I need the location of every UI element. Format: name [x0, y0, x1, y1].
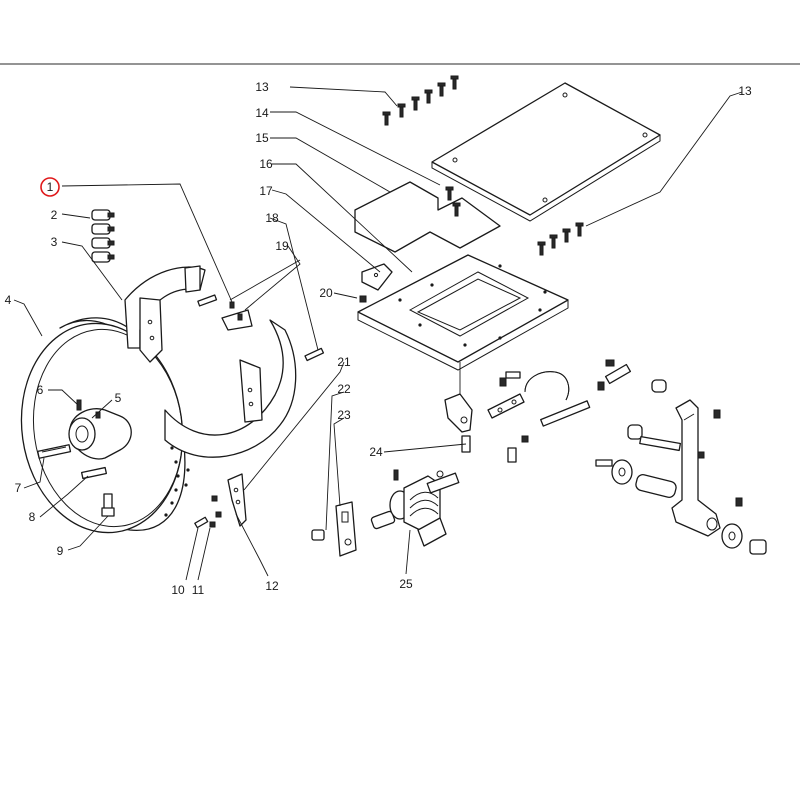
- highlight-circle: [40, 177, 60, 197]
- plate-bracket: [361, 263, 393, 291]
- callout-2: 2: [51, 208, 58, 222]
- callout-20: 20: [319, 286, 333, 300]
- callout-25: 25: [399, 577, 413, 591]
- callout-12: 12: [265, 579, 279, 593]
- callout-13-top: 13: [255, 80, 269, 94]
- threaded-rod: [507, 363, 632, 463]
- callout-9: 9: [57, 544, 64, 558]
- top-plate: [431, 82, 661, 222]
- callout-23: 23: [337, 408, 351, 422]
- crank-arm: [671, 399, 721, 537]
- callout-labels: 1 2 3 4 5 6 7 8 9 10 11 12 13 13 14 15 1…: [5, 80, 752, 597]
- crank-parts: [595, 359, 767, 555]
- riving-knife-bracket: [227, 473, 247, 527]
- callout-10: 10: [171, 583, 185, 597]
- small-pins: [194, 495, 222, 529]
- callout-11: 11: [192, 583, 205, 597]
- hub: [68, 408, 132, 460]
- callout-1: 1: [47, 180, 54, 194]
- hook-rod: [524, 371, 570, 401]
- callout-19: 19: [275, 239, 289, 253]
- callout-7: 7: [15, 481, 22, 495]
- motor-clamp: [311, 501, 357, 557]
- callout-13-right: 13: [738, 84, 752, 98]
- guard-bracket: [221, 301, 253, 331]
- set-screw: [76, 399, 82, 411]
- height-lever: [444, 393, 473, 453]
- callout-3: 3: [51, 235, 58, 249]
- link-arm: [487, 371, 525, 419]
- callout-21: 21: [337, 355, 351, 369]
- callout-14: 14: [255, 106, 269, 120]
- blade-guard: [124, 265, 297, 458]
- callout-17: 17: [259, 184, 273, 198]
- leader-lines: [13, 86, 743, 581]
- callout-22: 22: [337, 382, 351, 396]
- callout-18: 18: [265, 211, 279, 225]
- hub-bolt: [37, 444, 72, 459]
- mounting-plate: [357, 254, 569, 371]
- callout-24: 24: [369, 445, 383, 459]
- key-screw: [80, 466, 108, 480]
- guard-pin: [197, 294, 325, 362]
- lower-bolt: [101, 493, 115, 517]
- callout-6: 6: [37, 383, 44, 397]
- callout-16: 16: [259, 157, 273, 171]
- spindle-assembly: [370, 469, 460, 547]
- shim-plate: [354, 181, 501, 253]
- countersunk-screws: [382, 75, 584, 256]
- plate-nut: [359, 295, 367, 303]
- callout-15: 15: [255, 131, 269, 145]
- callout-5: 5: [115, 391, 122, 405]
- callout-4: 4: [5, 293, 12, 307]
- bolt-stack: [91, 209, 115, 263]
- callout-8: 8: [29, 510, 36, 524]
